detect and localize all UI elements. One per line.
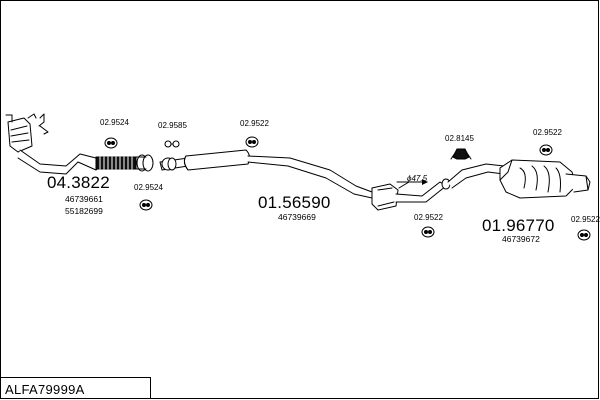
fitting-d-icon	[139, 199, 153, 211]
flex-pipe	[95, 156, 137, 170]
fitting-h-icon	[577, 229, 591, 241]
catalytic-converter	[5, 113, 49, 153]
fitting-e-label: 02.9522	[414, 213, 443, 222]
section-2-oe-number-1: 46739669	[278, 212, 316, 222]
section-3-part-number: 01.96770	[482, 216, 555, 235]
section-1-oe-number-1: 46739661	[65, 194, 103, 204]
fitting-g-icon	[539, 144, 553, 156]
fitting-a-icon	[104, 137, 118, 149]
fitting-d-label: 02.9524	[134, 183, 163, 192]
diagram-title: ALFA79999A	[5, 382, 85, 397]
fitting-a-label: 02.9524	[100, 118, 129, 127]
fitting-g-label: 02.9522	[533, 128, 562, 137]
middle-connector	[371, 183, 399, 211]
title-box: ALFA79999A	[0, 377, 151, 399]
fitting-c-icon	[245, 136, 259, 148]
rear-silencer	[499, 159, 591, 199]
fitting-c-label: 02.9522	[240, 119, 269, 128]
fitting-f-label: 02.8145	[445, 134, 474, 143]
fitting-h-label: 02.9522	[571, 215, 600, 224]
fitting-b-icon	[164, 140, 180, 148]
fitting-e-icon	[421, 226, 435, 238]
front-pipe	[17, 149, 101, 175]
section-2-part-number: 01.56590	[258, 193, 331, 212]
section-1-oe-number-2: 55182699	[65, 206, 103, 216]
section-1-part-number: 04.3822	[47, 173, 110, 192]
middle-pipe	[247, 155, 373, 199]
center-resonator	[183, 149, 251, 171]
section-3-oe-number-1: 46739672	[502, 234, 540, 244]
fitting-b-label: 02.9585	[158, 121, 187, 130]
fitting-f-icon	[450, 148, 472, 160]
pipe-diameter-label: ϕ47.5	[407, 174, 428, 183]
rear-pipe	[447, 163, 505, 189]
flange-joint	[135, 154, 154, 172]
